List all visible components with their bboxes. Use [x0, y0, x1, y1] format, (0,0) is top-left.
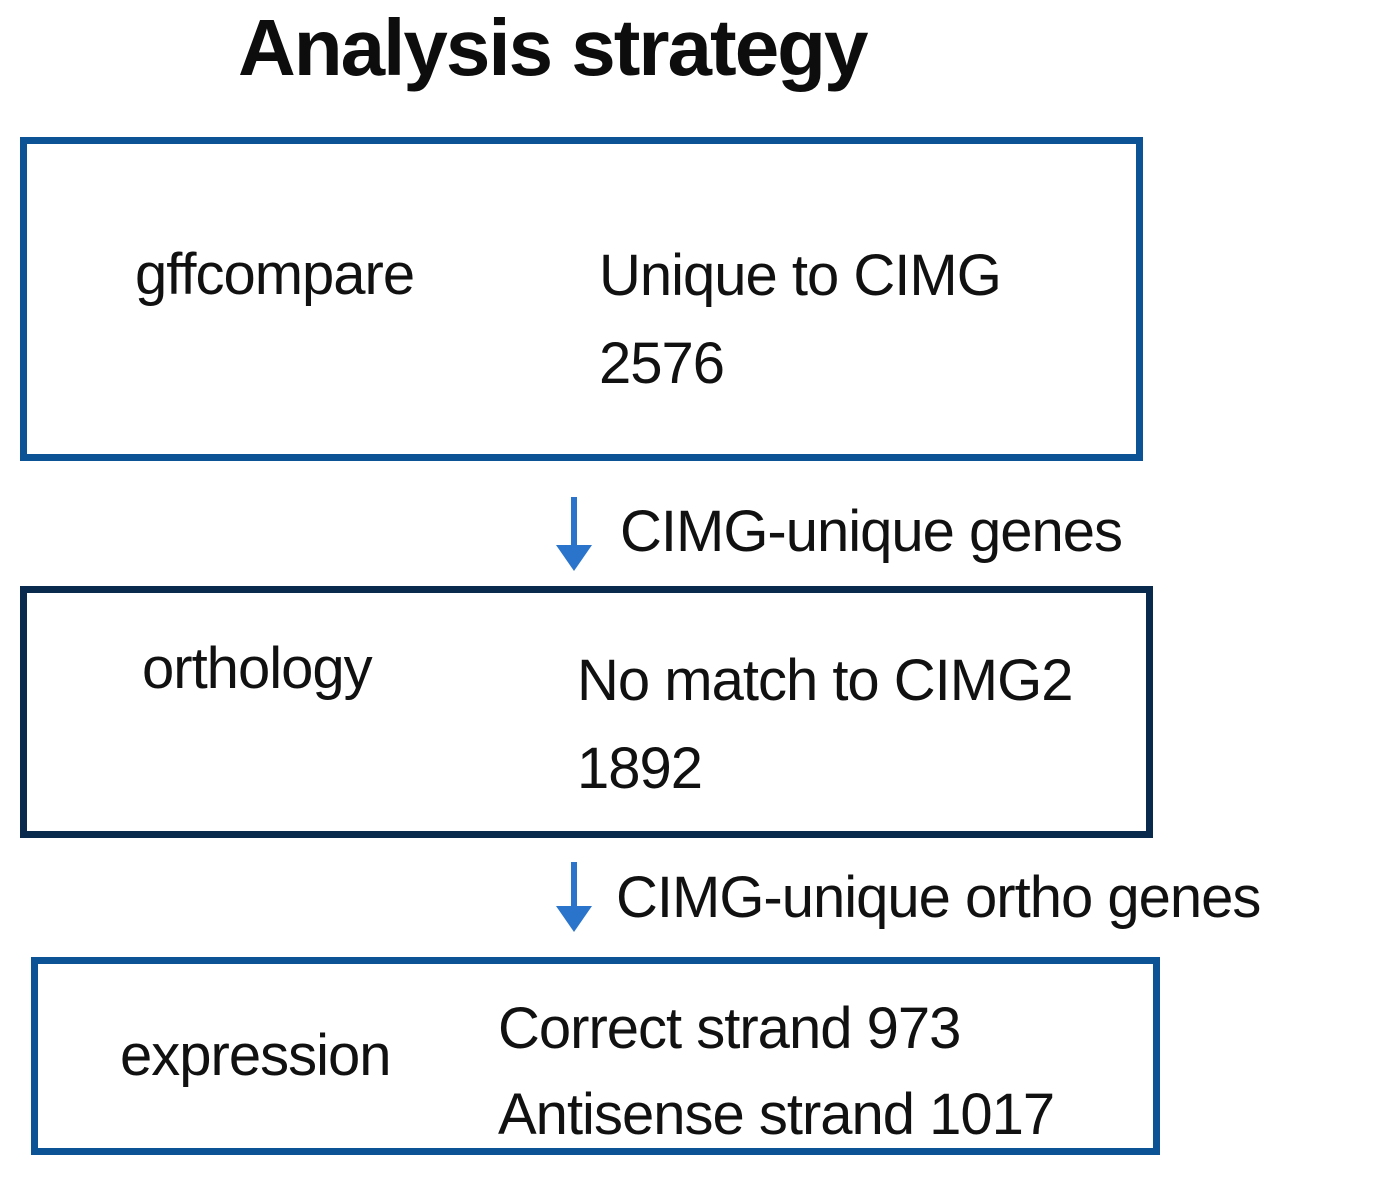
flow-label-cimg-unique-genes: CIMG-unique genes: [620, 499, 1123, 564]
arrow-head: [556, 545, 592, 571]
step-result-line: Correct strand 973: [498, 996, 961, 1061]
step-result-line: No match to CIMG2: [577, 648, 1073, 713]
flow-label-cimg-unique-ortho-genes: CIMG-unique ortho genes: [616, 865, 1261, 930]
step-result: Unique to CIMG 2576: [599, 232, 1002, 408]
step-box-expression: expression Correct strand 973 Antisense …: [31, 957, 1160, 1155]
step-box-orthology: orthology No match to CIMG2 1892: [20, 586, 1153, 838]
step-tool-label: orthology: [142, 636, 373, 701]
step-result-count: 1892: [577, 736, 703, 801]
step-result: No match to CIMG2 1892: [577, 637, 1073, 813]
step-box-gffcompare: gffcompare Unique to CIMG 2576: [20, 137, 1143, 461]
step-tool-label: expression: [120, 1023, 391, 1088]
step-result-count: 2576: [599, 331, 725, 396]
step-result-line: Unique to CIMG: [599, 243, 1002, 308]
arrow-stem: [571, 497, 577, 545]
step-result-line: Antisense strand 1017: [498, 1082, 1055, 1147]
step-result: Correct strand 973 Antisense strand 1017: [498, 986, 1055, 1158]
down-arrow-icon: [556, 862, 592, 932]
down-arrow-icon: [556, 497, 592, 571]
page-title: Analysis strategy: [238, 3, 869, 92]
step-tool-label: gffcompare: [135, 242, 415, 307]
arrow-head: [556, 906, 592, 932]
arrow-stem: [571, 862, 577, 906]
